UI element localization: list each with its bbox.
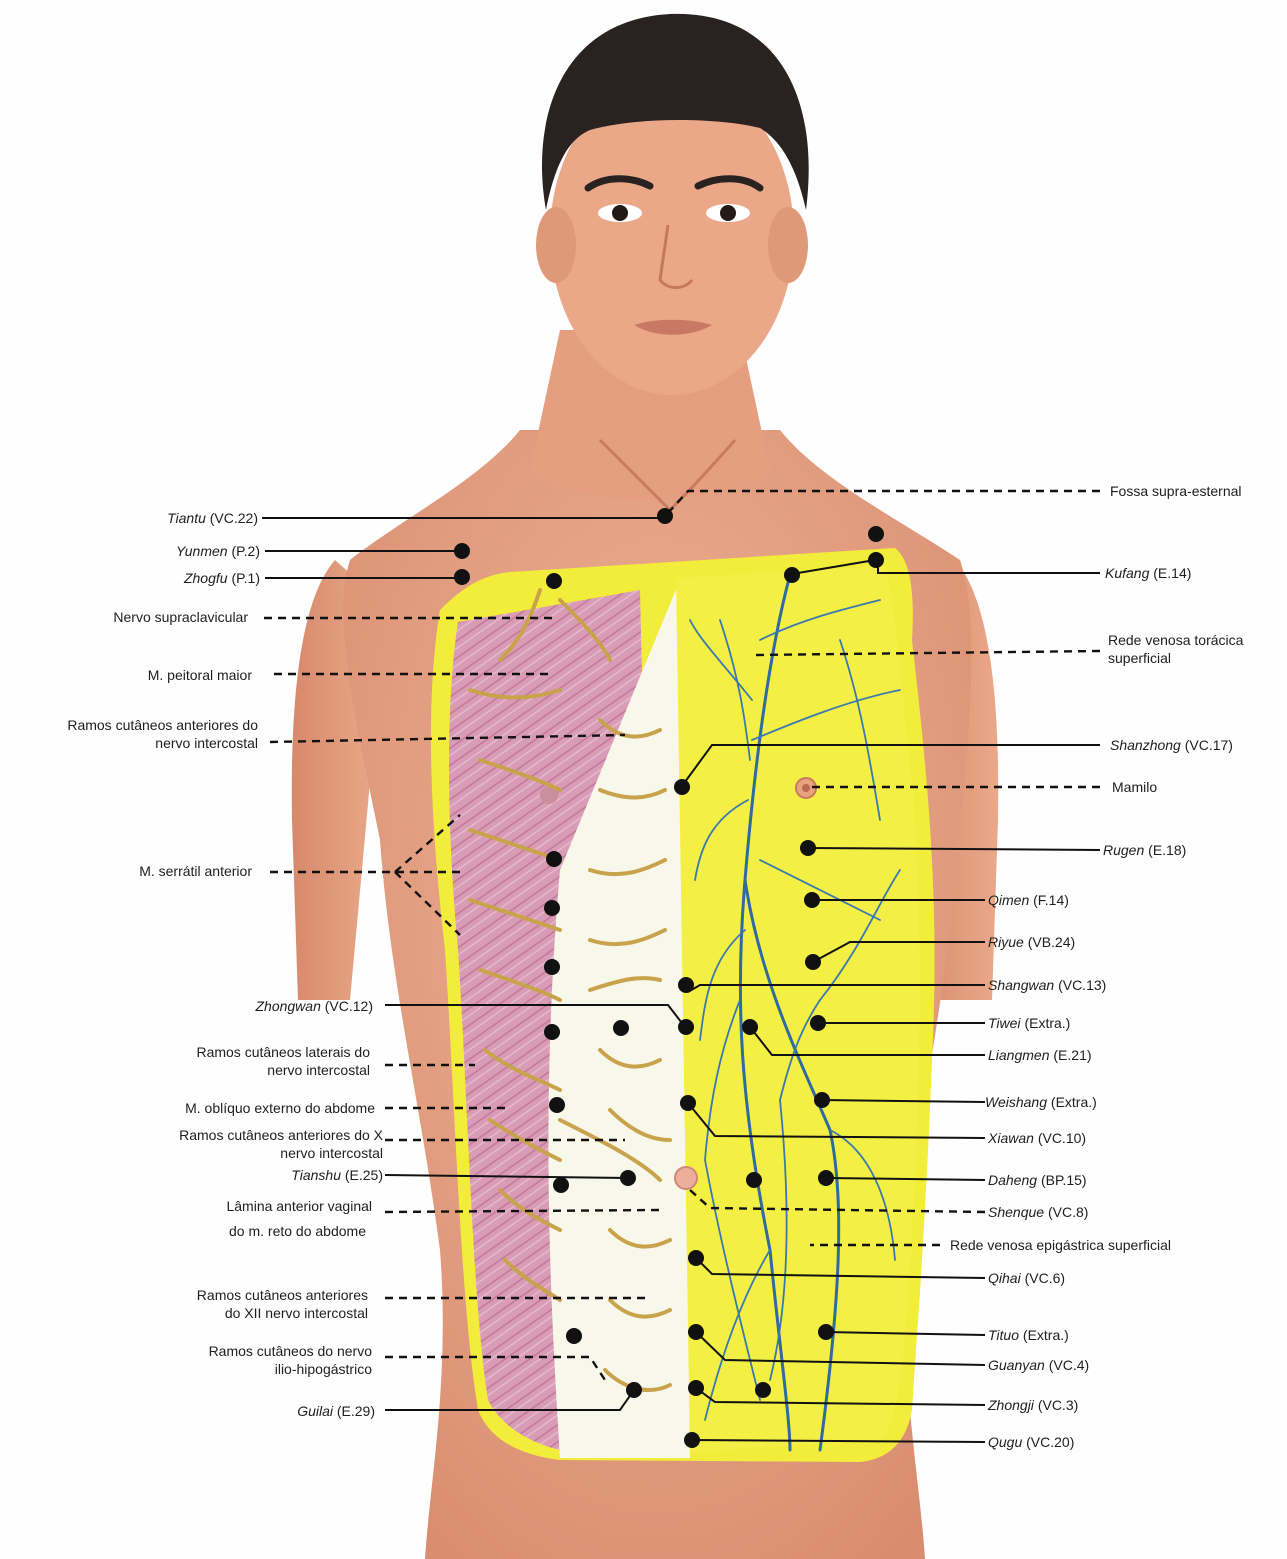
point-tianshu <box>620 1170 636 1186</box>
label-nervo-supraclavicular: Nervo supraclavicular <box>113 609 248 625</box>
point-kufang-right-side <box>784 567 800 583</box>
point-liangmen <box>742 1019 758 1035</box>
point-rugen <box>800 840 816 856</box>
label-tituo: Tituo (Extra.) <box>988 1327 1069 1343</box>
point-shangwan <box>678 977 694 993</box>
point-shanzhong <box>674 779 690 795</box>
point-left-abd-3 <box>549 1097 565 1113</box>
point-left-abd-2 <box>613 1020 629 1036</box>
label-rugen: Rugen (E.18) <box>1103 842 1186 858</box>
label-lamina-2: do m. reto do abdome <box>229 1223 366 1239</box>
label-rede-venosa-epigastrica: Rede venosa epigástrica superficial <box>950 1237 1171 1253</box>
label-weishang: Weishang (Extra.) <box>985 1094 1097 1110</box>
point-kufang <box>868 552 884 568</box>
label-yunmen: Yunmen (P.2) <box>176 543 260 559</box>
point-tituo <box>818 1324 834 1340</box>
point-left-chest-4 <box>544 959 560 975</box>
label-ilio-hipogastrico-2: ilio-hipogástrico <box>275 1361 372 1377</box>
point-zhongji <box>688 1380 704 1396</box>
label-kufang: Kufang (E.14) <box>1105 565 1191 581</box>
label-tiantu: Tiantu (VC.22) <box>167 510 258 526</box>
label-qimen: Qimen (F.14) <box>988 892 1069 908</box>
label-ramos-cutaneos-anteriores-1: Ramos cutâneos anteriores do <box>67 717 258 733</box>
navel <box>675 1167 697 1189</box>
label-qihai: Qihai (VC.6) <box>988 1270 1065 1286</box>
point-guanyan <box>688 1324 704 1340</box>
point-left-abd-1 <box>544 1024 560 1040</box>
point-kufang-upper <box>868 526 884 542</box>
label-rede-venosa-toracica-2: superficial <box>1108 650 1171 666</box>
label-tianshu: Tianshu (E.25) <box>291 1167 383 1183</box>
label-ramos-x-1: Ramos cutâneos anteriores do X <box>179 1127 384 1143</box>
label-ramos-xii-2: do XII nervo intercostal <box>225 1305 368 1321</box>
label-m-obliquo-externo: M. oblíquo externo do abdome <box>185 1100 375 1116</box>
point-qugu <box>684 1432 700 1448</box>
label-shanzhong: Shanzhong (VC.17) <box>1110 737 1233 753</box>
label-liangmen: Liangmen (E.21) <box>988 1047 1092 1063</box>
label-zhongwan: Zhongwan (VC.12) <box>254 998 373 1014</box>
point-right-lower <box>755 1382 771 1398</box>
label-mamilo: Mamilo <box>1112 779 1157 795</box>
label-lamina-1: Lâmina anterior vaginal <box>226 1198 372 1214</box>
label-m-peitoral-maior: M. peitoral maior <box>148 667 253 683</box>
label-tiwei: Tiwei (Extra.) <box>988 1015 1070 1031</box>
point-left-lower-1 <box>566 1328 582 1344</box>
point-left-abd-4 <box>553 1177 569 1193</box>
right-labels: Fossa supra-esternal Kufang (E.14) Rede … <box>950 483 1244 1450</box>
label-m-serratil-anterior: M. serrátil anterior <box>139 863 252 879</box>
point-weishang <box>814 1092 830 1108</box>
point-xiawan <box>680 1095 696 1111</box>
label-shangwan: Shangwan (VC.13) <box>988 977 1106 993</box>
right-ear <box>768 207 808 283</box>
point-tiantu <box>657 508 673 524</box>
point-zhongwan <box>678 1019 694 1035</box>
label-shenque: Shenque (VC.8) <box>988 1204 1088 1220</box>
label-ramos-laterais-2: nervo intercostal <box>267 1062 370 1078</box>
label-fossa-supra-esternal: Fossa supra-esternal <box>1110 483 1242 499</box>
fat-layer <box>676 566 920 1452</box>
point-guilai <box>626 1382 642 1398</box>
label-ilio-hipogastrico-1: Ramos cutâneos do nervo <box>209 1343 373 1359</box>
point-qihai <box>688 1250 704 1266</box>
point-qimen <box>804 892 820 908</box>
label-daheng: Daheng (BP.15) <box>988 1172 1087 1188</box>
point-left-chest-1 <box>546 573 562 589</box>
point-tiwei <box>810 1015 826 1031</box>
point-yunmen <box>454 543 470 559</box>
label-xiawan: Xiawan (VC.10) <box>987 1130 1086 1146</box>
point-left-chest-2 <box>546 851 562 867</box>
label-riyue: Riyue (VB.24) <box>988 934 1075 950</box>
point-riyue <box>805 954 821 970</box>
point-left-chest-3 <box>544 900 560 916</box>
label-ramos-cutaneos-anteriores-2: nervo intercostal <box>155 735 258 751</box>
point-zhogfu <box>454 569 470 585</box>
left-ear <box>536 207 576 283</box>
label-ramos-xii-1: Ramos cutâneos anteriores <box>197 1287 368 1303</box>
point-daheng-inner <box>746 1172 762 1188</box>
label-guanyan: Guanyan (VC.4) <box>988 1357 1089 1373</box>
label-rede-venosa-toracica-1: Rede venosa torácica <box>1108 632 1244 648</box>
label-zhongji: Zhongji (VC.3) <box>987 1397 1078 1413</box>
label-ramos-laterais-1: Ramos cutâneos laterais do <box>196 1044 370 1060</box>
label-qugu: Qugu (VC.20) <box>988 1434 1074 1450</box>
label-guilai: Guilai (E.29) <box>297 1403 375 1419</box>
label-zhogfu: Zhogfu (P.1) <box>183 570 260 586</box>
point-daheng <box>818 1170 834 1186</box>
label-ramos-x-2: nervo intercostal <box>280 1145 383 1161</box>
